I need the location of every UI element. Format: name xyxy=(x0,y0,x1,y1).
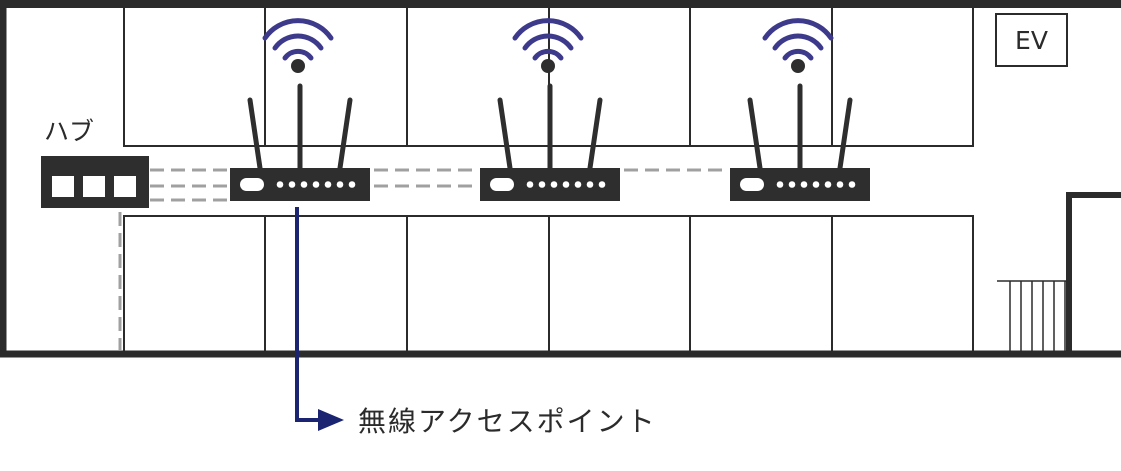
wireless-router-icon xyxy=(480,86,620,201)
elevator-label: EV xyxy=(1015,26,1048,55)
lower-rooms xyxy=(123,215,974,354)
callout-line xyxy=(295,207,322,422)
hub-port xyxy=(52,176,74,197)
wireless-router-icon xyxy=(730,86,870,201)
arrow-right-icon xyxy=(318,409,344,431)
wireless-router-icon xyxy=(230,86,370,201)
hub-port xyxy=(83,176,105,197)
stairwell xyxy=(997,192,1121,357)
access-point-3 xyxy=(730,21,870,201)
elevator-box xyxy=(995,13,1068,67)
callout-label: 無線アクセスポイント xyxy=(358,405,657,438)
stairwell-wall xyxy=(1066,192,1121,357)
building-walls xyxy=(0,0,1121,358)
network-hub: ハブ xyxy=(41,117,149,208)
hub-label: ハブ xyxy=(44,117,94,146)
stairs-icon xyxy=(997,280,1066,352)
access-point-callout: 無線アクセスポイント xyxy=(295,207,657,438)
wifi-signal-icon xyxy=(265,21,331,73)
hub-port xyxy=(114,176,136,197)
elevator: EV xyxy=(995,13,1068,67)
wifi-signal-icon xyxy=(765,21,831,73)
access-point-1 xyxy=(230,21,370,201)
network-cables xyxy=(118,168,728,350)
